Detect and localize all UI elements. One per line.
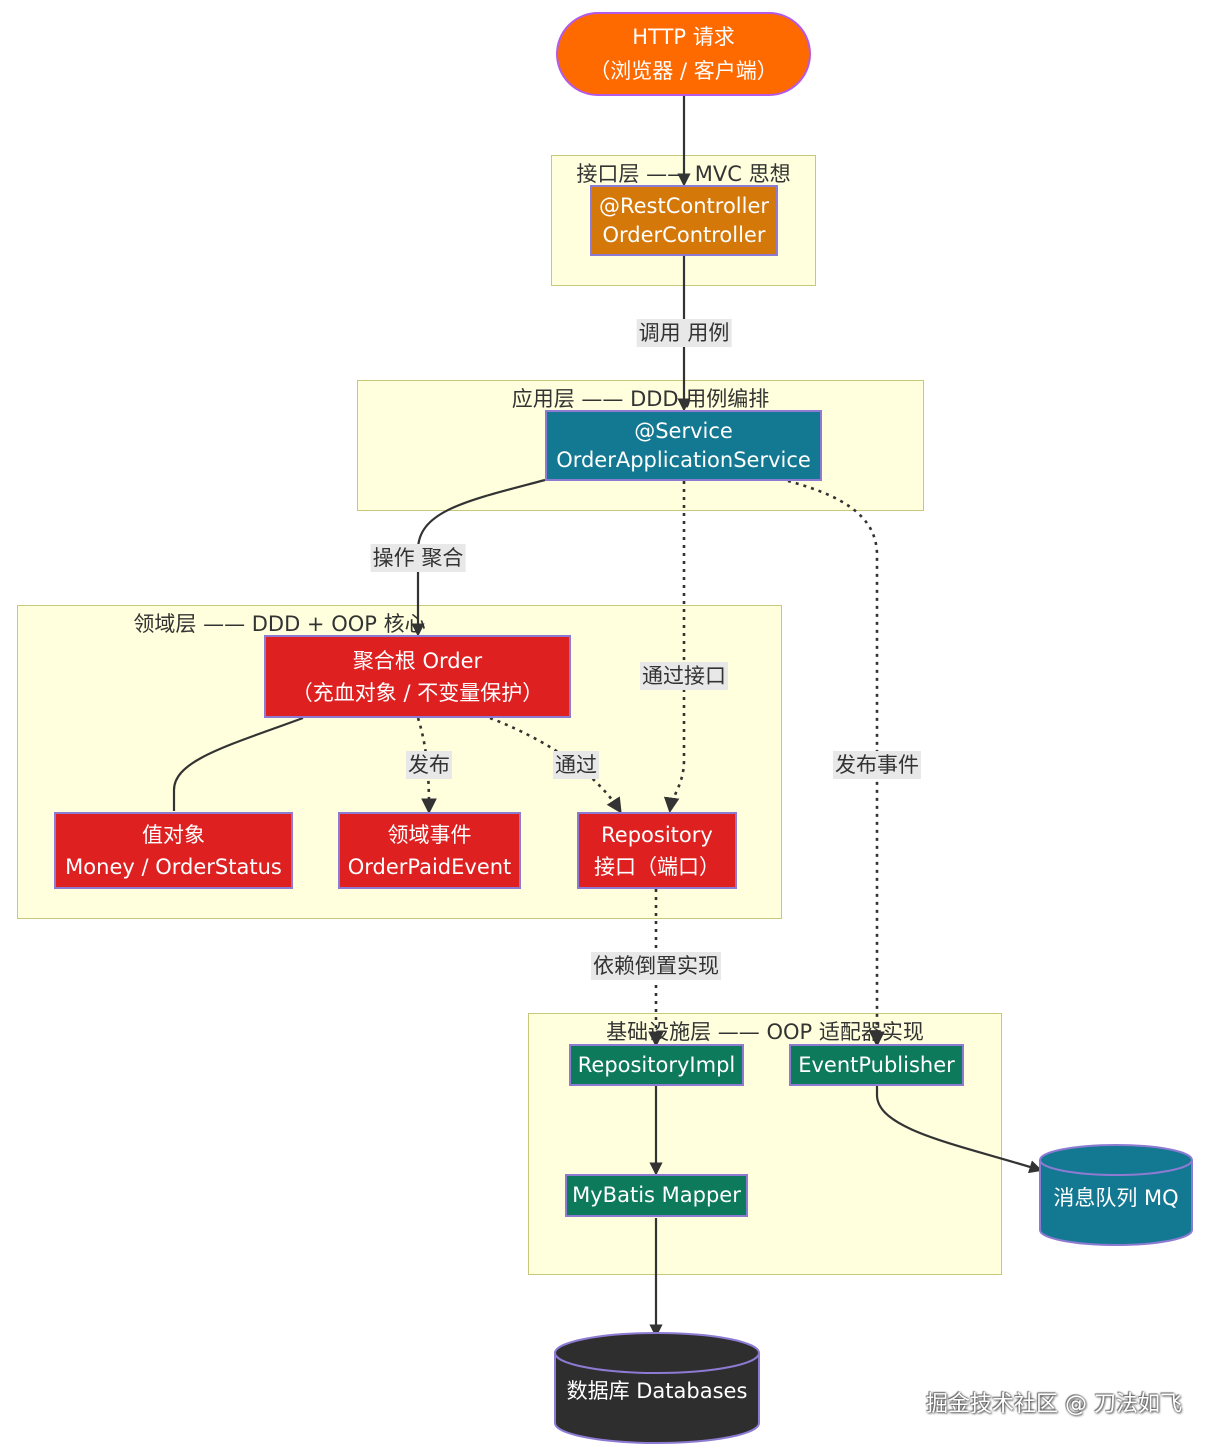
http-request-node: HTTP 请求 （浏览器 / 客户端） — [556, 12, 811, 96]
mybatis-mapper-node: MyBatis Mapper — [565, 1174, 748, 1217]
event-publisher-label: EventPublisher — [798, 1052, 955, 1077]
aggregate-line1: 聚合根 Order — [352, 648, 483, 673]
domain-event-line1: 领域事件 — [387, 822, 472, 847]
application-service-node: @Service OrderApplicationService — [545, 410, 822, 481]
value-object-node: 值对象 Money / OrderStatus — [54, 812, 293, 889]
edge-label-publish: 发布 — [406, 751, 452, 779]
value-object-line2: Money / OrderStatus — [65, 854, 282, 879]
domain-event-node: 领域事件 OrderPaidEvent — [338, 812, 521, 889]
watermark: 掘金技术社区 @ 刀法如飞 — [926, 1392, 1182, 1417]
controller-line1: @RestController — [598, 193, 770, 218]
mybatis-mapper-label: MyBatis Mapper — [572, 1183, 741, 1207]
service-line2: OrderApplicationService — [556, 447, 811, 472]
event-publisher-node: EventPublisher — [789, 1044, 964, 1086]
database-label: 数据库 Databases — [566, 1379, 748, 1403]
infrastructure-layer-title: 基础设施层 —— OOP 适配器实现 — [606, 1020, 924, 1044]
http-request-line2: （浏览器 / 客户端） — [589, 59, 778, 83]
aggregate-line2: （充血对象 / 不变量保护） — [291, 680, 544, 705]
repository-line1: Repository — [601, 822, 713, 847]
controller-line2: OrderController — [602, 222, 766, 247]
repository-line2: 接口（端口） — [594, 854, 720, 879]
repository-impl-node: RepositoryImpl — [569, 1044, 744, 1086]
domain-layer-title: 领域层 —— DDD + OOP 核心 — [133, 612, 426, 636]
service-line1: @Service — [634, 418, 733, 443]
edge-label-dependency-inversion: 依赖倒置实现 — [591, 952, 721, 980]
edge-label-publish-event: 发布事件 — [833, 751, 921, 779]
mq-label: 消息队列 MQ — [1053, 1186, 1179, 1210]
edge-label-via-interface: 通过接口 — [640, 662, 728, 690]
application-layer-title: 应用层 —— DDD 用例编排 — [511, 387, 770, 411]
edge-label-operate-aggregate: 操作 聚合 — [370, 544, 466, 572]
value-object-line1: 值对象 — [142, 822, 205, 847]
controller-node: @RestController OrderController — [590, 185, 778, 256]
edge-label-invoke-use-case: 调用 用例 — [636, 319, 732, 347]
http-request-line1: HTTP 请求 — [632, 25, 735, 49]
repository-interface-node: Repository 接口（端口） — [577, 812, 737, 889]
repository-impl-label: RepositoryImpl — [577, 1052, 736, 1077]
domain-event-line2: OrderPaidEvent — [347, 854, 512, 879]
aggregate-root-node: 聚合根 Order （充血对象 / 不变量保护） — [264, 635, 571, 718]
edge-label-via: 通过 — [553, 751, 599, 779]
